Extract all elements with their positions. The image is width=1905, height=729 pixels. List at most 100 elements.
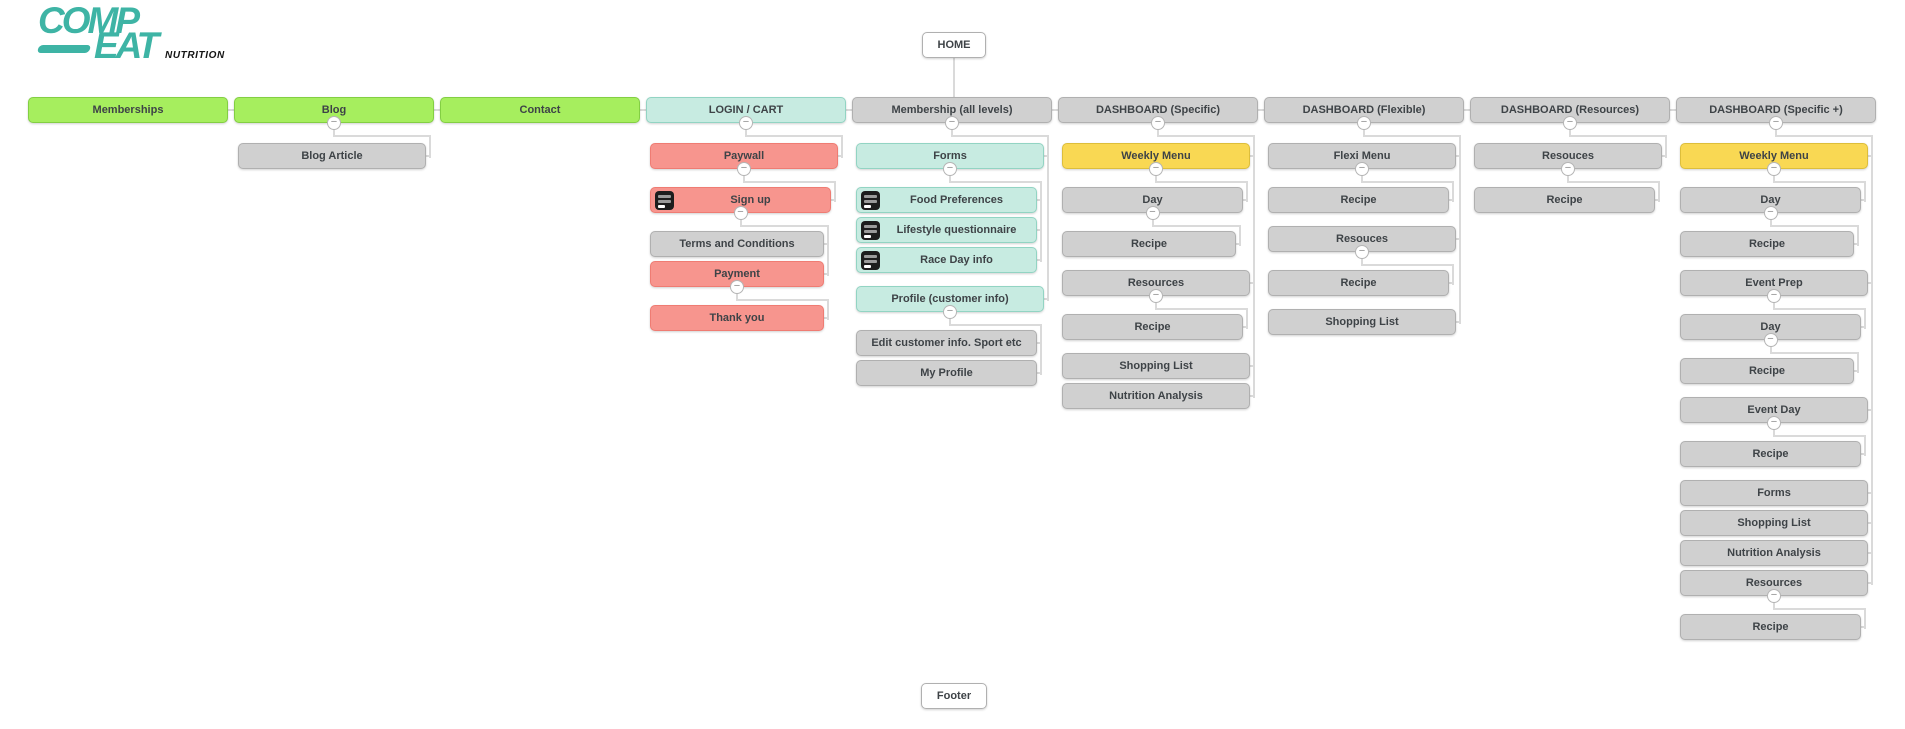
connector-line (1042, 155, 1049, 157)
node-label: Paywall (723, 150, 765, 162)
connector-line (1452, 264, 1454, 285)
node-recipe[interactable]: Recipe (1062, 314, 1243, 340)
node-race-day-info[interactable]: Race Day info (856, 247, 1037, 273)
node-nutrition-analysis[interactable]: Nutrition Analysis (1062, 383, 1250, 409)
connector-line (1361, 181, 1454, 183)
collapse-toggle[interactable]: − (1355, 245, 1369, 259)
node-label: Recipe (1752, 621, 1789, 633)
node-label: Shopping List (1325, 316, 1399, 328)
collapse-toggle[interactable]: − (327, 116, 341, 130)
collapse-toggle[interactable]: − (1145, 206, 1160, 220)
connector-line (827, 299, 829, 320)
connector-line (1246, 308, 1248, 329)
connector-line (1155, 308, 1248, 310)
connector-line (1660, 155, 1667, 157)
collapse-toggle[interactable]: − (1763, 333, 1778, 347)
collapse-toggle[interactable]: − (1149, 289, 1163, 303)
connector-line (951, 129, 953, 136)
node-recipe[interactable]: Recipe (1268, 187, 1449, 213)
node-recipe[interactable]: Recipe (1474, 187, 1655, 213)
connector-line (1859, 626, 1866, 628)
connector-line (736, 299, 829, 301)
connector-line (1361, 175, 1363, 182)
node-memberships[interactable]: Memberships (28, 97, 228, 123)
node-thank-you[interactable]: Thank you (650, 305, 824, 331)
collapse-toggle[interactable]: − (1767, 416, 1781, 430)
collapse-toggle[interactable]: − (943, 162, 957, 176)
node-label: Recipe (1748, 238, 1786, 250)
node-label: Resouces (1542, 150, 1594, 162)
node-recipe[interactable]: Recipe (1680, 441, 1861, 467)
collapse-toggle[interactable]: − (1563, 116, 1577, 130)
connector-line (1769, 346, 1772, 353)
node-label: HOME (937, 39, 971, 51)
node-recipe[interactable]: Recipe (1268, 270, 1449, 296)
connector-line (429, 135, 431, 158)
collapse-toggle[interactable]: − (1763, 206, 1778, 220)
collapse-toggle[interactable]: − (730, 280, 744, 294)
connector-line (1035, 342, 1042, 344)
connector-line (743, 175, 745, 182)
connector-line (1859, 326, 1866, 328)
node-edit-customer-info-sport-etc[interactable]: Edit customer info. Sport etc (856, 330, 1037, 356)
collapse-toggle[interactable]: − (1769, 116, 1783, 130)
node-shopping-list[interactable]: Shopping List (1062, 353, 1250, 379)
connector-line (949, 175, 951, 182)
collapse-toggle[interactable]: − (1767, 289, 1781, 303)
connector-line (1852, 370, 1859, 372)
node-home[interactable]: HOME (922, 32, 986, 58)
connector-line (1447, 199, 1454, 201)
node-terms-and-conditions[interactable]: Terms and Conditions (650, 231, 824, 257)
node-dashboard-specific[interactable]: DASHBOARD (Specific +) (1676, 97, 1876, 123)
node-label: Recipe (1752, 448, 1789, 460)
node-label: Memberships (92, 104, 164, 116)
collapse-toggle[interactable]: − (1151, 116, 1165, 130)
node-shopping-list[interactable]: Shopping List (1680, 510, 1868, 536)
node-recipe[interactable]: Recipe (1062, 231, 1236, 257)
node-recipe[interactable]: Recipe (1680, 614, 1861, 640)
node-nutrition-analysis[interactable]: Nutrition Analysis (1680, 540, 1868, 566)
node-membership-all-levels[interactable]: Membership (all levels) (852, 97, 1052, 123)
collapse-toggle[interactable]: − (943, 305, 957, 319)
node-forms[interactable]: Forms (1680, 480, 1868, 506)
connector-line (1857, 225, 1859, 246)
node-label: Profile (customer info) (891, 293, 1009, 305)
connector-line (1363, 129, 1365, 136)
collapse-toggle[interactable]: − (1561, 162, 1575, 176)
node-label: Blog (321, 104, 347, 116)
node-contact[interactable]: Contact (440, 97, 640, 123)
collapse-toggle[interactable]: − (737, 162, 751, 176)
connector-line (834, 181, 836, 202)
node-dashboard-flexible[interactable]: DASHBOARD (Flexible) (1264, 97, 1464, 123)
collapse-toggle[interactable]: − (1357, 116, 1371, 130)
collapse-toggle[interactable]: − (733, 206, 748, 220)
node-recipe[interactable]: Recipe (1680, 231, 1854, 257)
node-food-preferences[interactable]: Food Preferences (856, 187, 1037, 213)
node-recipe[interactable]: Recipe (1680, 358, 1854, 384)
connector-line (1567, 181, 1660, 183)
connector-line (1769, 219, 1772, 226)
connector-line (1035, 372, 1042, 374)
node-label: Race Day info (920, 254, 993, 266)
node-label: DASHBOARD (Specific) (1095, 104, 1221, 116)
connector-line (1773, 175, 1775, 182)
node-shopping-list[interactable]: Shopping List (1268, 309, 1456, 335)
connector-line (951, 135, 1049, 137)
collapse-toggle[interactable]: − (1767, 589, 1781, 603)
node-my-profile[interactable]: My Profile (856, 360, 1037, 386)
collapse-toggle[interactable]: − (945, 116, 959, 130)
connector-line (1248, 395, 1255, 397)
node-label: Nutrition Analysis (1109, 390, 1203, 402)
logo-comp-text: COMP (38, 0, 140, 41)
form-icon (861, 191, 880, 210)
node-footer[interactable]: Footer (921, 683, 987, 709)
collapse-toggle[interactable]: − (739, 116, 753, 130)
node-lifestyle-questionnaire[interactable]: Lifestyle questionnaire (856, 217, 1037, 243)
node-blog-article[interactable]: Blog Article (238, 143, 426, 169)
collapse-toggle[interactable]: − (1767, 162, 1781, 176)
connector-line (949, 181, 1042, 183)
node-blog[interactable]: Blog (234, 97, 434, 123)
collapse-toggle[interactable]: − (1355, 162, 1369, 176)
collapse-toggle[interactable]: − (1149, 162, 1163, 176)
connector-line (836, 155, 843, 157)
